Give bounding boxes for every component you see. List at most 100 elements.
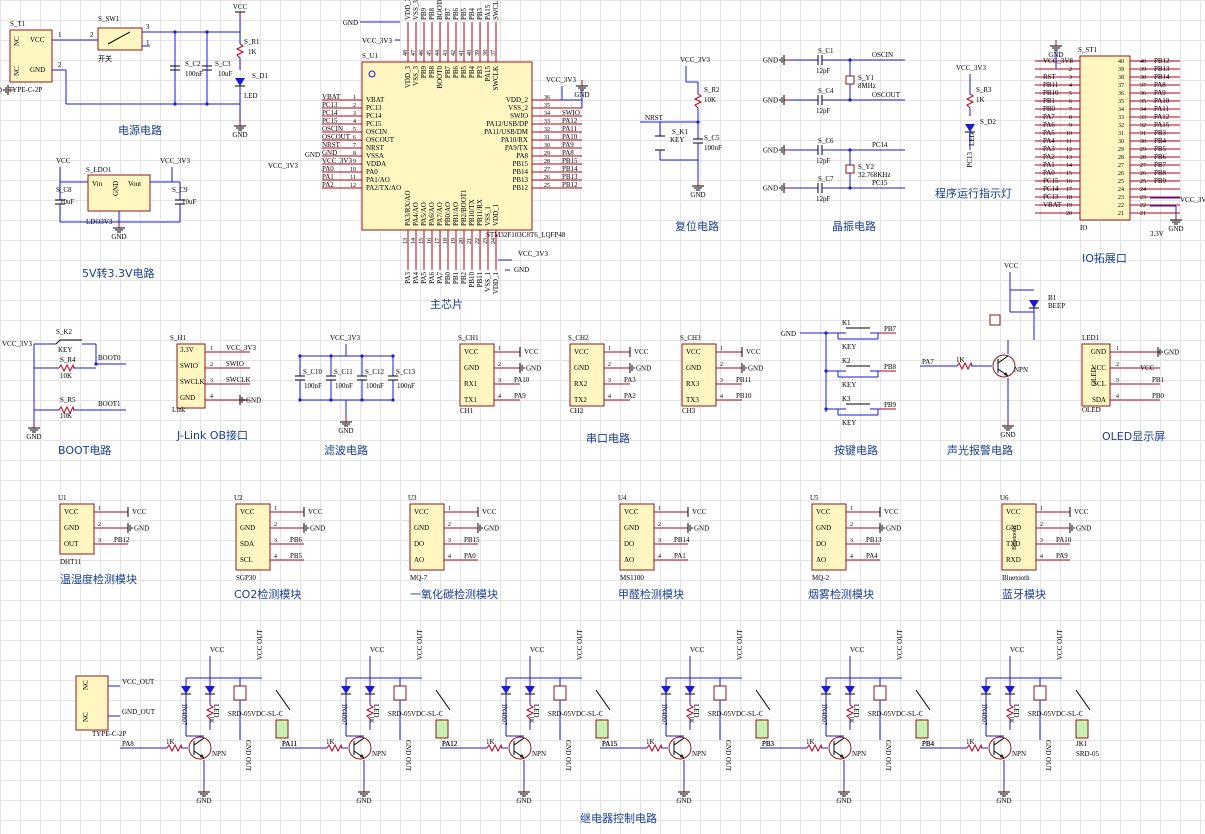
pin-number: 4 [1069,83,1072,89]
pin-name: VCC [816,508,831,516]
pin-number: 21 [1140,211,1146,217]
pin-name: VCC [1006,508,1021,516]
net-label: PA2 [624,392,636,400]
label: 1 [58,31,62,39]
pin-number: 19 [1066,203,1072,209]
net-label: PB11 [1043,81,1059,89]
mcu-pin-name: VDDA [366,160,386,168]
pin-number: 3 [1040,538,1043,544]
led-label: LED [1012,704,1020,718]
net-label: PB7 [1154,161,1167,169]
pin-number: 27 [544,167,550,173]
net-label: PA7 [922,358,934,366]
buzzer-symbol [989,314,1001,326]
pin-name: TX2 [574,396,587,404]
power-label: VCC [634,348,649,356]
relay-out-label: GND OUT [1044,740,1052,772]
gnd-label: GND [996,797,1011,805]
pin-number: 3 [608,378,611,384]
pin-number: 21 [467,238,473,244]
net-label: PA6 [1043,121,1055,129]
caption-jlink: J-Link OB接口 [177,429,249,442]
net-label: PB9 [1154,177,1167,185]
part-label: Link [172,406,186,414]
ref-label: S_C9 [172,186,188,194]
net-label: PB3 [762,740,775,748]
junction-dot [824,369,828,373]
pin-number: 39 [1140,67,1146,73]
pin-number: 8 [353,151,356,157]
relay-usb-connector [75,675,109,731]
ref-label: U4 [618,494,627,502]
transistor-outline [348,736,372,760]
sensor-module-4 [619,503,655,571]
pin-number: 34 [544,111,550,117]
pin-number: 25 [1118,179,1124,185]
pin-name: 3.3V [180,346,194,354]
net-label: PC13 [966,152,974,168]
value-label: 12pF [816,107,831,115]
mcu-pin-name: PB11/RX [476,199,484,226]
pin-number: 3 [1116,378,1119,384]
wire [833,737,845,746]
net-label: PA9 [514,392,526,400]
power-label: VCC_3V3 [956,64,986,72]
ref-label: LED1 [1082,334,1100,342]
junction-dot [391,398,395,402]
pin-name: GND [180,394,195,402]
value-label: 1K [646,738,655,746]
net-label: PA1 [322,173,334,181]
gnd-label: GND [763,57,778,65]
pin-number: 34 [1118,107,1124,113]
value-label: KEY [58,346,72,354]
pin-number: 35 [1118,99,1124,105]
pin-number: 3 [498,378,501,384]
pin-number: 1 [1040,506,1043,512]
net-label: PA11 [1154,105,1170,113]
power-label: VCC_3V3 [546,76,576,84]
bt-body-label: Bluetooth [1012,526,1018,550]
value-label: KEY [670,136,684,144]
part-label: MQ-2 [812,574,830,582]
mcu-pin-name: PB3 [476,66,484,79]
pin-name: AO [816,556,826,564]
value-label: 10uF [182,198,197,206]
net-label: SWCLK [226,376,251,384]
power-label: VCC [524,348,539,356]
net-label: RST [1043,73,1057,81]
caption-buzzer: 声光报警电路 [947,444,1013,457]
mcu-pin-name: PB6 [452,66,460,79]
pin-number: 3 [274,538,277,544]
pin-number: 4 [1040,554,1043,560]
diode-symbol [661,686,671,694]
part-label: CH2 [570,407,584,415]
mcu-pin-name: PB14 [512,168,528,176]
ref-label: S_D1 [252,72,268,80]
caption-hcho: 甲醛检测模块 [618,588,684,601]
net-label: PB5 [1154,145,1167,153]
gnd-label: GND [836,797,851,805]
mcu-pin-name: PA15 [484,66,492,82]
pin-number: 4 [850,554,853,560]
wire [595,689,611,711]
mcu-pin-name: OSCOUT [366,136,395,144]
mcu-pin-name: PC15 [366,120,382,128]
net-label: PA5 [1043,129,1055,137]
value-label: 1K [966,738,975,746]
transistor-outline [828,736,852,760]
value-label: 1K [248,48,257,56]
net-label: PA11 [562,125,578,133]
caption-co: 一氧化碳检测模块 [410,588,498,601]
mcu-pin-name: PB5 [460,66,468,79]
label: 2 [90,31,94,39]
net-label: PA15 [1154,121,1170,129]
gnd-label: GND [763,147,778,155]
mcu-pin-name: PC14 [366,112,382,120]
caption-uart: 串口电路 [586,432,630,445]
value-label: LED [244,92,258,100]
net-label: PB13 [866,536,882,544]
gnd-label: GND [310,525,325,533]
value-label: 1K [486,738,495,746]
pin-number: 17 [435,238,441,244]
